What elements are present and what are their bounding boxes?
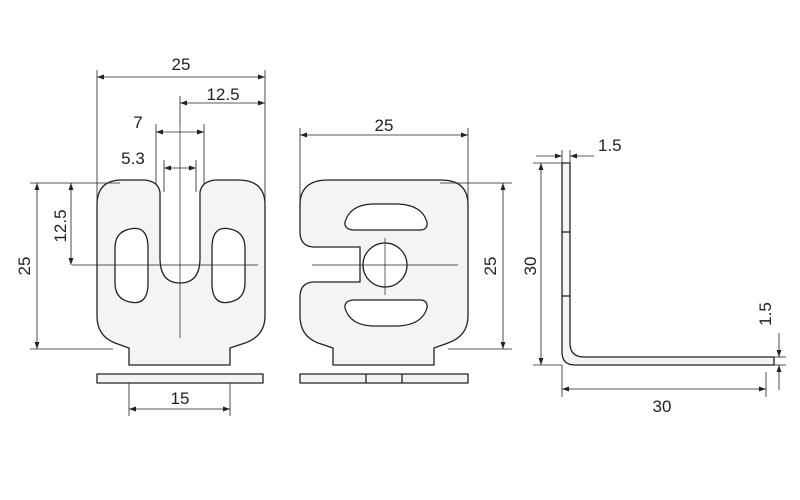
side-height-label: 30 xyxy=(521,257,540,276)
side-dimensions: 1.5 30 1.5 30 xyxy=(521,136,786,416)
front-base-flange xyxy=(96,373,264,384)
rear-upper-kidney-slot xyxy=(344,203,428,231)
front-half-width-label: 12.5 xyxy=(206,85,239,104)
rear-base-flange xyxy=(299,373,469,384)
front-tab-width-label: 15 xyxy=(171,389,190,408)
side-angle-profile xyxy=(561,162,775,366)
front-slot-width-label: 5.3 xyxy=(121,149,145,168)
side-length-label: 30 xyxy=(653,397,672,416)
rear-lower-kidney-slot xyxy=(344,299,428,327)
rear-overall-height-label: 25 xyxy=(481,257,500,276)
front-slot-pitch-label: 7 xyxy=(133,113,142,132)
rear-overall-width-label: 25 xyxy=(375,116,394,135)
front-right-kidney-slot xyxy=(211,227,246,304)
side-thickness-top-label: 1.5 xyxy=(598,136,622,155)
front-view xyxy=(72,125,266,384)
side-view xyxy=(561,162,775,366)
rear-dimensions: 25 25 xyxy=(299,116,512,350)
front-overall-height-label: 25 xyxy=(15,257,34,276)
front-overall-width-label: 25 xyxy=(172,55,191,74)
rear-view xyxy=(299,179,469,384)
side-thickness-right-label: 1.5 xyxy=(756,302,775,326)
front-left-kidney-slot xyxy=(114,227,149,304)
front-center-height-label: 12.5 xyxy=(51,209,70,242)
front-dimensions: 25 12.5 7 5.3 12.5 25 15 xyxy=(15,55,266,416)
